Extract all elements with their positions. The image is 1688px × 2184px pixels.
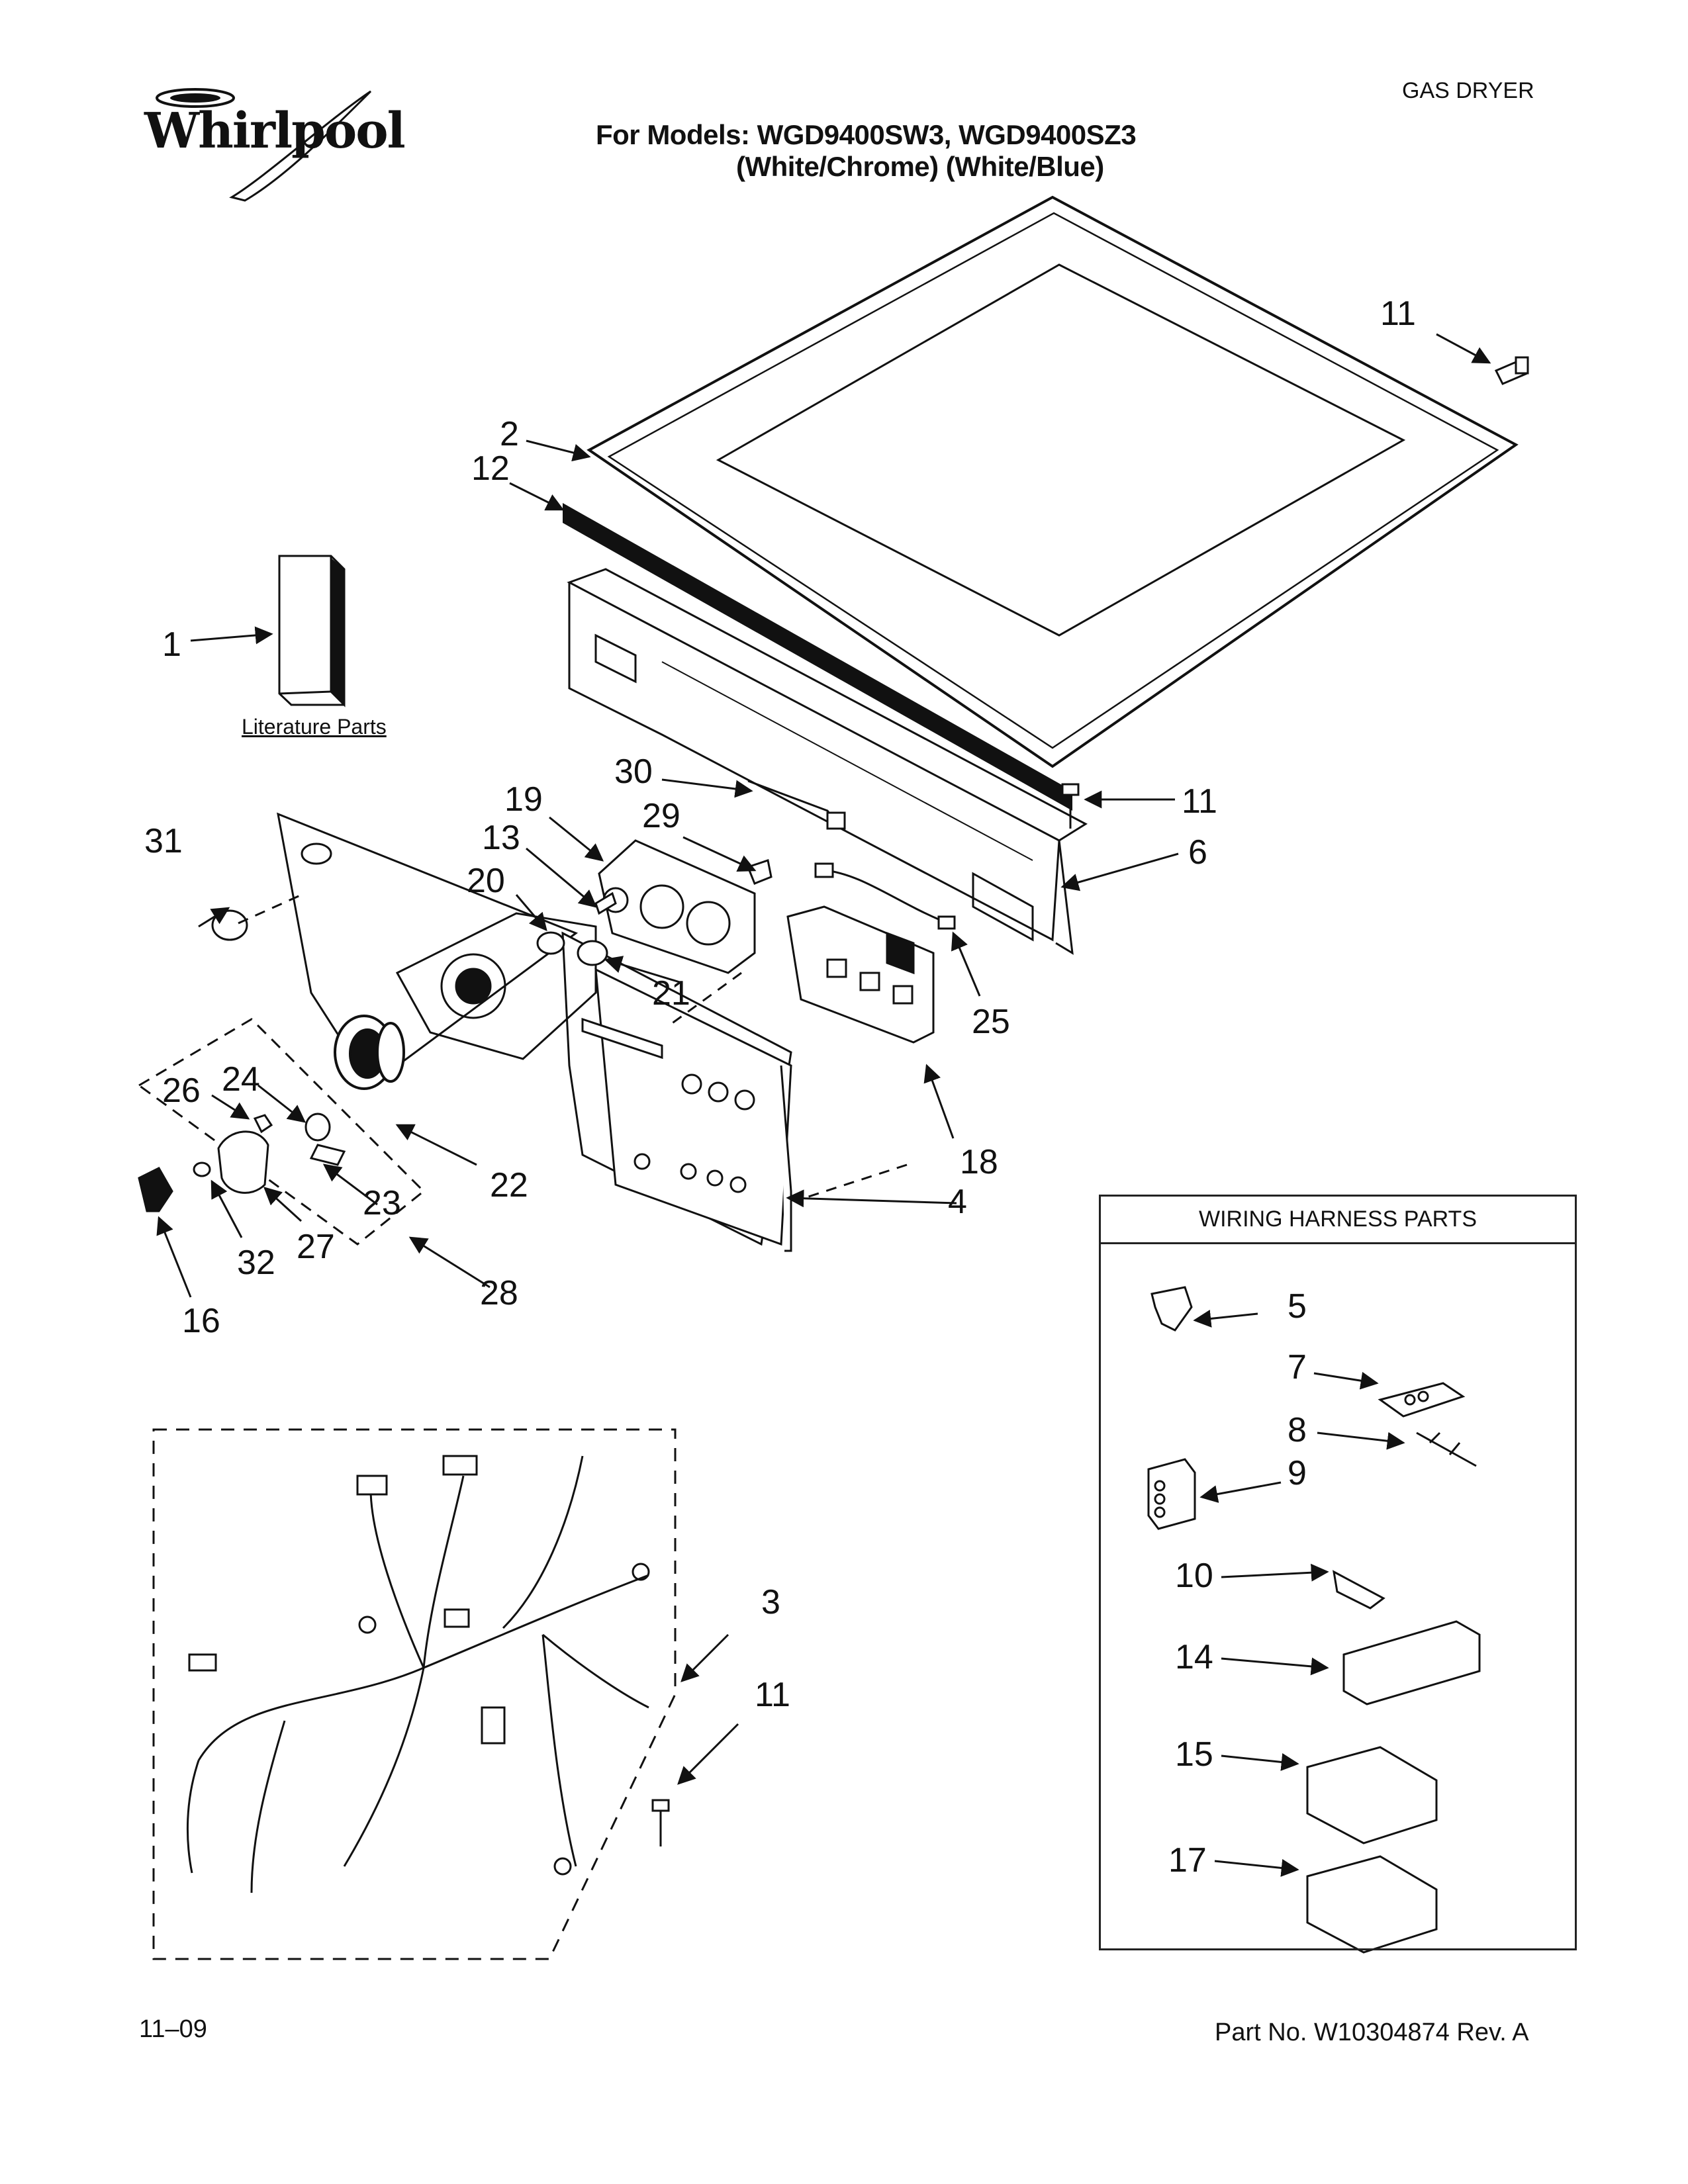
callout-26: 26 xyxy=(162,1071,201,1110)
wiring-harness-parts-title: WIRING HARNESS PARTS xyxy=(1198,1206,1477,1232)
screw-harness xyxy=(651,1799,670,1846)
wiring-harness-dashed-box xyxy=(152,1428,677,1960)
callout-11b: 11 xyxy=(1182,782,1217,821)
callout-19: 19 xyxy=(504,780,543,819)
top-panel xyxy=(586,195,1519,768)
callout-20: 20 xyxy=(467,862,505,900)
callout-16: 16 xyxy=(182,1302,220,1340)
callout-29: 29 xyxy=(642,797,680,835)
callout-21: 21 xyxy=(652,974,690,1013)
callout-25: 25 xyxy=(972,1003,1010,1041)
callout-30: 30 xyxy=(614,752,653,791)
console-panel xyxy=(277,812,792,1252)
knob-components xyxy=(138,1113,346,1212)
console-frame xyxy=(395,912,597,1060)
colors-line: (White/Chrome) (White/Blue) xyxy=(736,151,1104,182)
wiring-harness-parts-box: WIRING HARNESS PARTS xyxy=(1099,1195,1577,1950)
callout-31: 31 xyxy=(144,822,183,860)
callout-10: 10 xyxy=(1175,1557,1213,1595)
callout-6: 6 xyxy=(1188,833,1207,872)
callout-1: 1 xyxy=(162,625,181,664)
callout-12: 12 xyxy=(471,449,510,488)
footer-date: 11–09 xyxy=(139,2015,207,2043)
board-wire xyxy=(814,862,956,930)
callout-17: 17 xyxy=(1168,1841,1207,1880)
callout-2: 2 xyxy=(500,415,519,453)
callout-15: 15 xyxy=(1175,1735,1213,1774)
assembly-dashed-lines xyxy=(238,892,908,1203)
knob-subassembly-dashed-box xyxy=(137,1018,426,1246)
callout-14: 14 xyxy=(1175,1638,1213,1676)
callout-7: 7 xyxy=(1288,1348,1307,1387)
callout-22: 22 xyxy=(490,1166,528,1205)
callout-32: 32 xyxy=(237,1244,275,1282)
harness-part-icons xyxy=(1147,1286,1481,1954)
cable-tie xyxy=(747,780,846,830)
brand-logo xyxy=(132,78,397,214)
callout-5: 5 xyxy=(1288,1287,1307,1326)
front-gasket-strip xyxy=(563,503,1072,811)
small-knob-parts xyxy=(536,891,617,966)
selector-knob-ring xyxy=(334,1015,405,1090)
callout-23: 23 xyxy=(363,1184,401,1222)
brand-wordmark: Whirlpool xyxy=(144,103,406,159)
callout-24: 24 xyxy=(222,1060,260,1099)
control-board xyxy=(786,905,935,1044)
callout-11c: 11 xyxy=(755,1676,790,1714)
footer-part-number: Part No. W10304874 Rev. A xyxy=(1215,2019,1529,2046)
user-interface-housing xyxy=(598,839,756,974)
literature-parts-label: Literature Parts xyxy=(242,715,387,739)
callout-13: 13 xyxy=(482,819,520,857)
callout-11a: 11 xyxy=(1380,295,1416,333)
console-buttons xyxy=(581,1017,755,1193)
callout-8: 8 xyxy=(1288,1411,1307,1449)
wiring-harness-parts-header: WIRING HARNESS PARTS xyxy=(1101,1197,1575,1244)
product-type: GAS DRYER xyxy=(1402,78,1534,103)
screw-top xyxy=(1494,356,1529,385)
screw-right xyxy=(1061,783,1080,829)
small-clip xyxy=(747,859,773,885)
callout-18: 18 xyxy=(960,1143,998,1181)
models-line: For Models: WGD9400SW3, WGD9400SZ3 xyxy=(596,119,1137,150)
literature-booklet xyxy=(278,555,346,707)
callout-4: 4 xyxy=(948,1183,967,1221)
harness-leader-arrows xyxy=(1193,1310,1405,1877)
callout-28: 28 xyxy=(480,1274,518,1312)
callout-3: 3 xyxy=(761,1583,780,1621)
callout-9: 9 xyxy=(1288,1454,1307,1492)
top-bracket xyxy=(567,568,1088,955)
leader-arrows xyxy=(156,333,1491,1785)
callout-27: 27 xyxy=(297,1228,335,1266)
wiring-harness xyxy=(186,1455,650,1893)
